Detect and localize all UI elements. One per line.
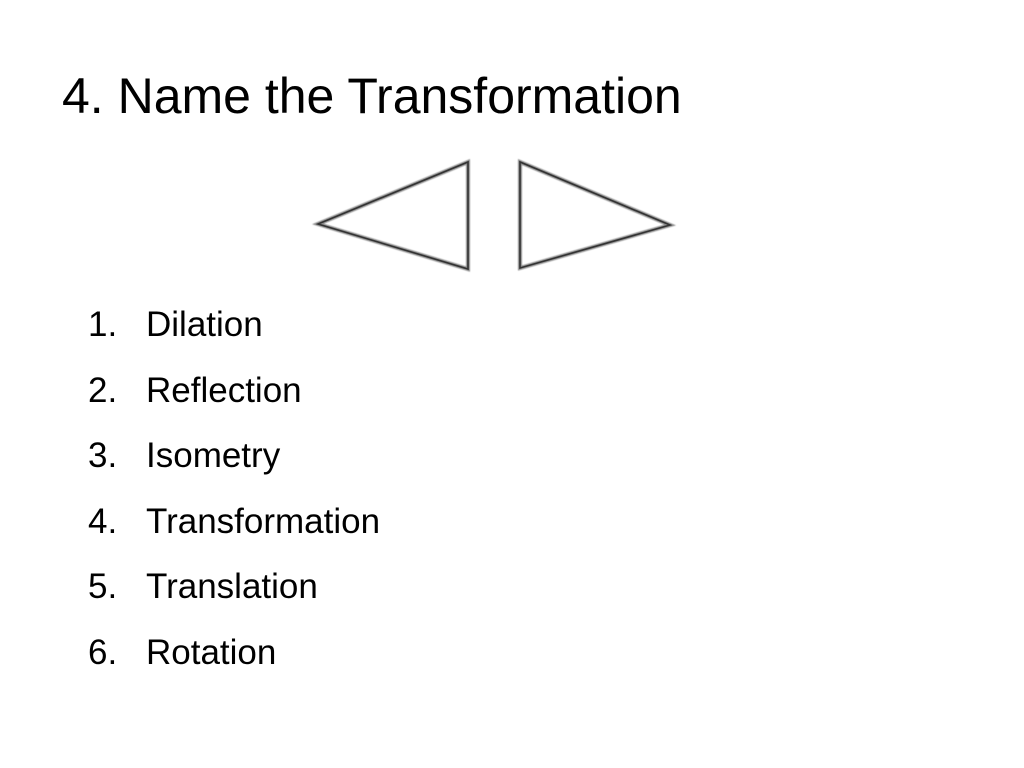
- option-number: 1.: [88, 305, 118, 344]
- option-label: Rotation: [146, 632, 277, 672]
- option-number: 2.: [88, 370, 118, 410]
- answer-option[interactable]: 6. Rotation: [88, 620, 380, 686]
- answer-option[interactable]: 3. Isometry: [88, 423, 380, 489]
- answer-option[interactable]: 1. Dilation: [88, 292, 380, 358]
- option-label: Dilation: [146, 305, 263, 344]
- option-label: Transformation: [146, 501, 381, 541]
- answer-option[interactable]: 5. Translation: [88, 554, 380, 620]
- option-label: Translation: [146, 567, 318, 606]
- left-triangle: [312, 159, 470, 272]
- triangles-svg: [312, 158, 677, 272]
- reflected-triangles-figure: [310, 152, 680, 278]
- slide-title: 4. Name the Transformation: [62, 68, 682, 124]
- answer-option[interactable]: 4. Transformation: [88, 489, 380, 555]
- option-number: 4.: [88, 501, 118, 541]
- option-label: Reflection: [146, 370, 302, 410]
- option-label: Isometry: [146, 436, 281, 475]
- answer-option[interactable]: 2. Reflection: [88, 358, 380, 424]
- answer-options-list: 1. Dilation 2. Reflection 3. Isometry 4.…: [88, 292, 380, 685]
- right-triangle: [518, 158, 677, 271]
- option-number: 6.: [88, 632, 118, 672]
- option-number: 3.: [88, 436, 118, 475]
- option-number: 5.: [88, 567, 118, 606]
